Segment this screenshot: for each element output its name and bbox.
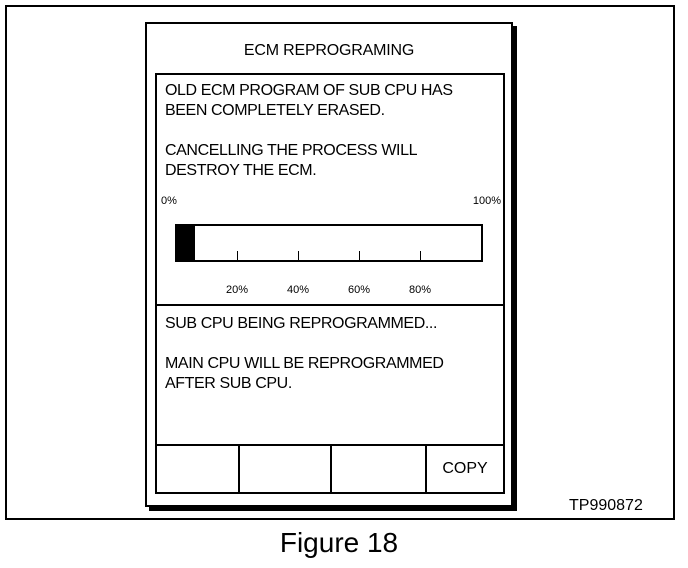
progress-tick: [420, 251, 421, 260]
screen-title: ECM REPROGRAMING: [243, 42, 415, 59]
function-key-1[interactable]: [157, 446, 240, 492]
copy-button[interactable]: COPY: [442, 460, 488, 477]
function-key-bar: COPY: [155, 444, 505, 494]
warning-message-panel: OLD ECM PROGRAM OF SUB CPU HAS BEEN COMP…: [155, 73, 505, 191]
figure-frame: [5, 5, 675, 520]
progress-tick: [298, 251, 299, 260]
tick-label-60: 60%: [347, 284, 371, 296]
status-line: SUB CPU BEING REPROGRAMMED...: [165, 315, 437, 332]
warning-message: OLD ECM PROGRAM OF SUB CPU HAS BEEN COMP…: [165, 82, 453, 179]
function-key-3[interactable]: [332, 446, 427, 492]
function-key-2[interactable]: [240, 446, 332, 492]
status-line: AFTER SUB CPU.: [165, 375, 292, 392]
figure-caption: Figure 18: [279, 527, 399, 558]
status-message: SUB CPU BEING REPROGRAMMED... MAIN CPU W…: [165, 314, 444, 394]
progress-panel: 0% 100% 20% 40% 60% 80%: [155, 189, 505, 306]
progress-bar: [175, 224, 483, 262]
status-line: MAIN CPU WILL BE REPROGRAMMED: [165, 355, 444, 372]
tick-label-20: 20%: [225, 284, 249, 296]
progress-end-label: 100%: [472, 195, 501, 207]
figure-code: TP990872: [569, 497, 643, 514]
tick-label-40: 40%: [286, 284, 310, 296]
progress-tick: [237, 251, 238, 260]
progress-start-label: 0%: [161, 195, 177, 207]
status-panel: SUB CPU BEING REPROGRAMMED... MAIN CPU W…: [155, 304, 505, 446]
tick-label-80: 80%: [408, 284, 432, 296]
progress-tick: [359, 251, 360, 260]
progress-fill: [177, 226, 196, 260]
ecm-screen: ECM REPROGRAMING OLD ECM PROGRAM OF SUB …: [145, 22, 513, 507]
